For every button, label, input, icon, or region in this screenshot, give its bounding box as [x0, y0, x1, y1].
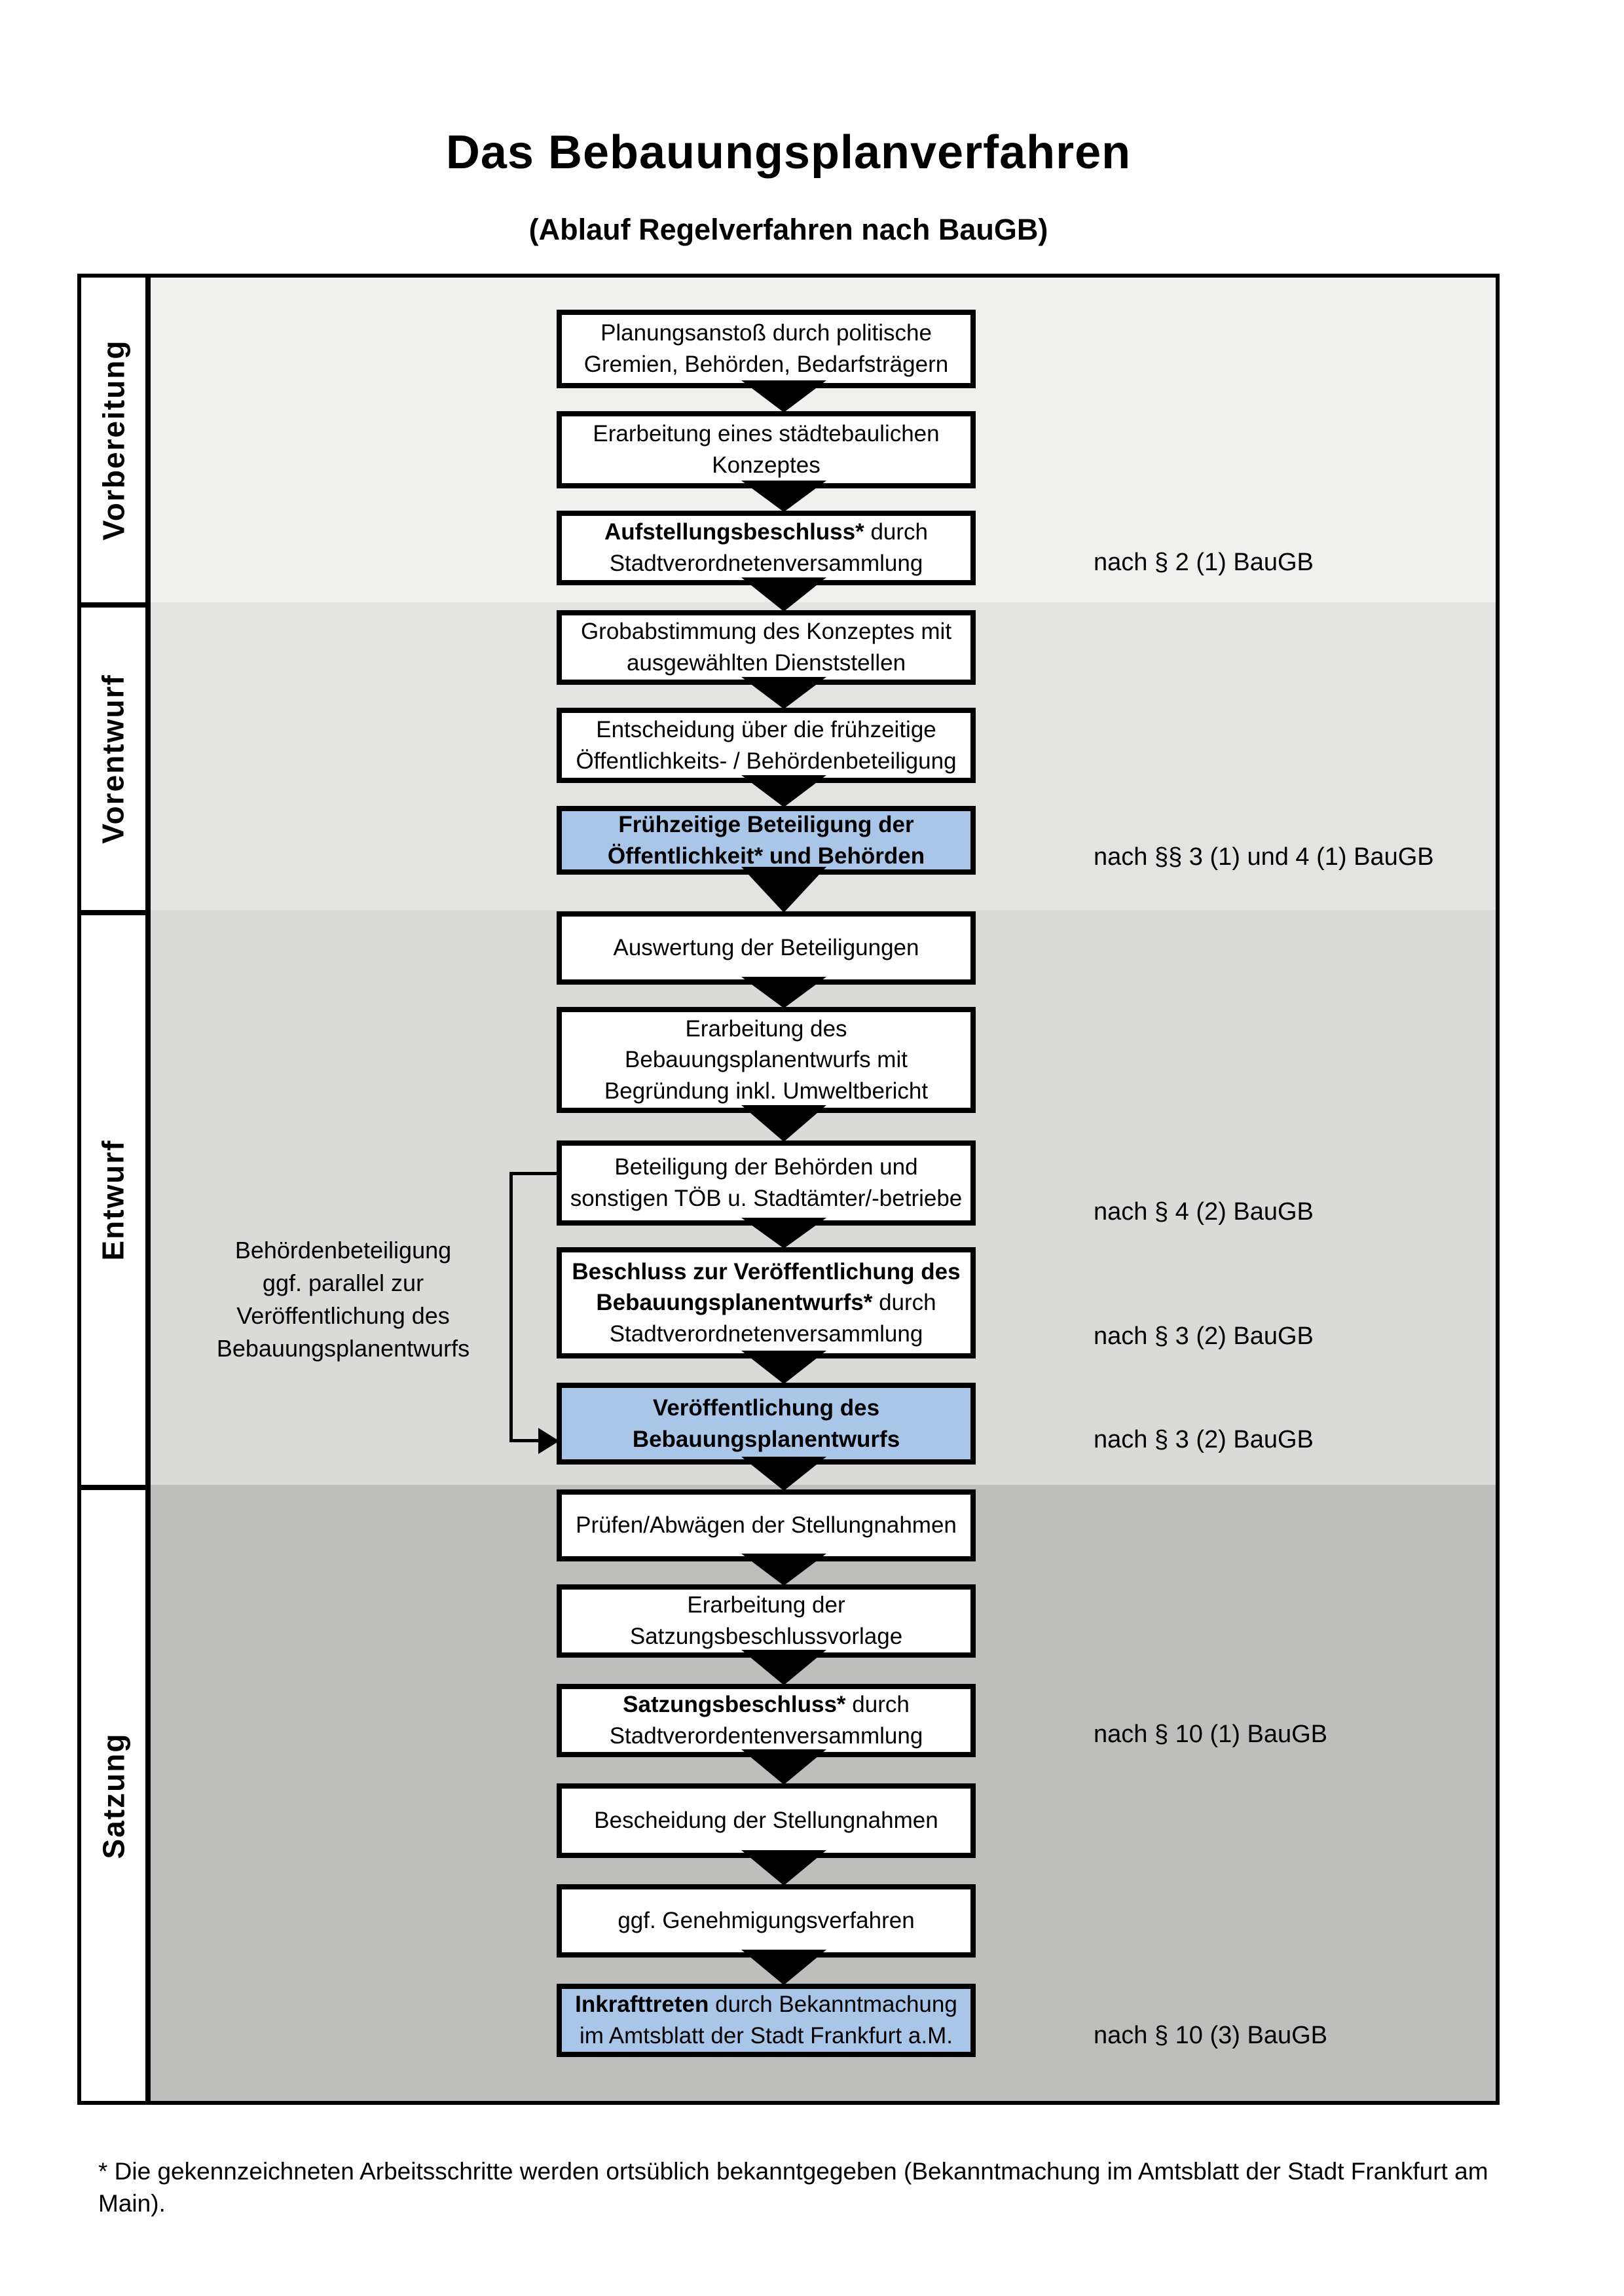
legal-reference: nach § 2 (1) BauGB: [1094, 549, 1314, 576]
process-step-text: ggf. Genehmigungsverfahren: [618, 1908, 915, 1934]
side-note: Behördenbeteiligung ggf. parallel zur Ve…: [186, 1234, 500, 1365]
process-step-box: Beschluss zur Veröffentlichung des Bebau…: [557, 1247, 976, 1358]
process-step-box: Auswertung der Beteiligungen: [557, 911, 976, 985]
phase-label-vorbereitung: Vorbereitung: [96, 339, 131, 541]
flowchart-frame: Vorbereitung Vorentwurf Entwurf Satzung …: [77, 274, 1500, 2105]
footnote: * Die gekennzeichneten Arbeitsschritte w…: [98, 2158, 1488, 2217]
phase-label-satzung: Satzung: [96, 1732, 131, 1859]
process-step-text: Veröffentlichung des Bebauungsplanentwur…: [632, 1394, 900, 1452]
process-step-text: Erarbeitung eines städtebaulichen Konzep…: [593, 421, 940, 478]
process-step-text: Entscheidung über die frühzeitige Öffent…: [576, 716, 957, 774]
process-step-box: Grobabstimmung des Konzeptes mit ausgewä…: [557, 610, 976, 685]
phase-divider: [81, 1485, 145, 1490]
page-title: Das Bebauungsplanverfahren: [445, 126, 1132, 179]
process-step-box: Aufstellungsbeschluss* durch Stadtverord…: [557, 511, 976, 585]
connector-top-line: [509, 1172, 557, 1175]
legal-reference: nach §§ 3 (1) und 4 (1) BauGB: [1094, 843, 1434, 871]
process-step-box: Inkrafttreten durch Bekanntmachung im Am…: [557, 1984, 976, 2057]
process-step-box: ggf. Genehmigungsverfahren: [557, 1884, 976, 1958]
process-step-text: Erarbeitung der Satzungsbeschlussvorlage: [629, 1592, 903, 1649]
side-note-line: Veröffentlichung des: [236, 1302, 450, 1329]
legal-reference: nach § 4 (2) BauGB: [1094, 1198, 1314, 1226]
process-step-box: Erarbeitung des Bebauungsplanentwurfs mi…: [557, 1007, 976, 1113]
process-step-text: Prüfen/Abwägen der Stellungnahmen: [576, 1512, 957, 1539]
phase-cell-entwurf: Entwurf: [81, 915, 145, 1485]
process-step-text: Planungsanstoß durch politische Gremien,…: [583, 320, 949, 377]
process-step-box: Entscheidung über die frühzeitige Öffent…: [557, 708, 976, 783]
connector-bottom-line: [509, 1439, 541, 1442]
page-subtitle: (Ablauf Regelverfahren nach BauGB): [528, 213, 1048, 246]
side-note-line: Behördenbeteiligung: [234, 1237, 452, 1264]
process-step-text: Inkrafttreten durch Bekanntmachung im Am…: [575, 1992, 957, 2049]
legal-reference: nach § 3 (2) BauGB: [1094, 1426, 1314, 1453]
process-step-box: Erarbeitung eines städtebaulichen Konzep…: [557, 411, 976, 488]
process-step-text: Frühzeitige Beteiligung der Öffentlichke…: [607, 811, 925, 869]
process-step-text: Bescheidung der Stellungnahmen: [594, 1808, 938, 1834]
phase-column-separator: [145, 278, 151, 2101]
side-note-line: Bebauungsplanentwurfs: [216, 1335, 470, 1362]
phase-label-entwurf: Entwurf: [96, 1139, 131, 1261]
process-step-box: Planungsanstoß durch politische Gremien,…: [557, 310, 976, 388]
process-step-box: Satzungsbeschluss* durch Stadtverordente…: [557, 1684, 976, 1757]
process-step-box: Erarbeitung der Satzungsbeschlussvorlage: [557, 1584, 976, 1658]
process-step-box: Bescheidung der Stellungnahmen: [557, 1783, 976, 1858]
process-step-box: Beteiligung der Behörden und sonstigen T…: [557, 1140, 976, 1226]
phase-divider: [81, 910, 145, 915]
process-step-box: Frühzeitige Beteiligung der Öffentlichke…: [557, 806, 976, 875]
process-step-box: Veröffentlichung des Bebauungsplanentwur…: [557, 1383, 976, 1465]
process-step-box: Prüfen/Abwägen der Stellungnahmen: [557, 1489, 976, 1561]
phase-label-vorentwurf: Vorentwurf: [96, 674, 130, 844]
process-step-text: Aufstellungsbeschluss* durch Stadtverord…: [604, 519, 929, 576]
process-step-text: Auswertung der Beteiligungen: [613, 935, 919, 961]
phase-cell-vorentwurf: Vorentwurf: [81, 608, 145, 910]
process-step-text: Erarbeitung des Bebauungsplanentwurfs mi…: [604, 1015, 929, 1104]
process-step-text: Beteiligung der Behörden und sonstigen T…: [570, 1154, 963, 1211]
legal-reference: nach § 3 (2) BauGB: [1094, 1322, 1314, 1350]
process-step-text: Beschluss zur Veröffentlichung des Bebau…: [572, 1258, 961, 1347]
process-step-text: Grobabstimmung des Konzeptes mit ausgewä…: [580, 619, 952, 676]
legal-reference: nach § 10 (1) BauGB: [1094, 1721, 1327, 1748]
side-note-line: ggf. parallel zur: [262, 1269, 424, 1296]
phase-cell-satzung: Satzung: [81, 1490, 145, 2101]
connector-vertical-line: [509, 1172, 513, 1442]
legal-reference: nach § 10 (3) BauGB: [1094, 2022, 1327, 2049]
phase-cell-vorbereitung: Vorbereitung: [81, 278, 145, 602]
phase-divider: [81, 602, 145, 608]
flowchart-inner: Vorbereitung Vorentwurf Entwurf Satzung …: [81, 278, 1496, 2101]
process-step-text: Satzungsbeschluss* durch Stadtverordente…: [609, 1692, 923, 1749]
